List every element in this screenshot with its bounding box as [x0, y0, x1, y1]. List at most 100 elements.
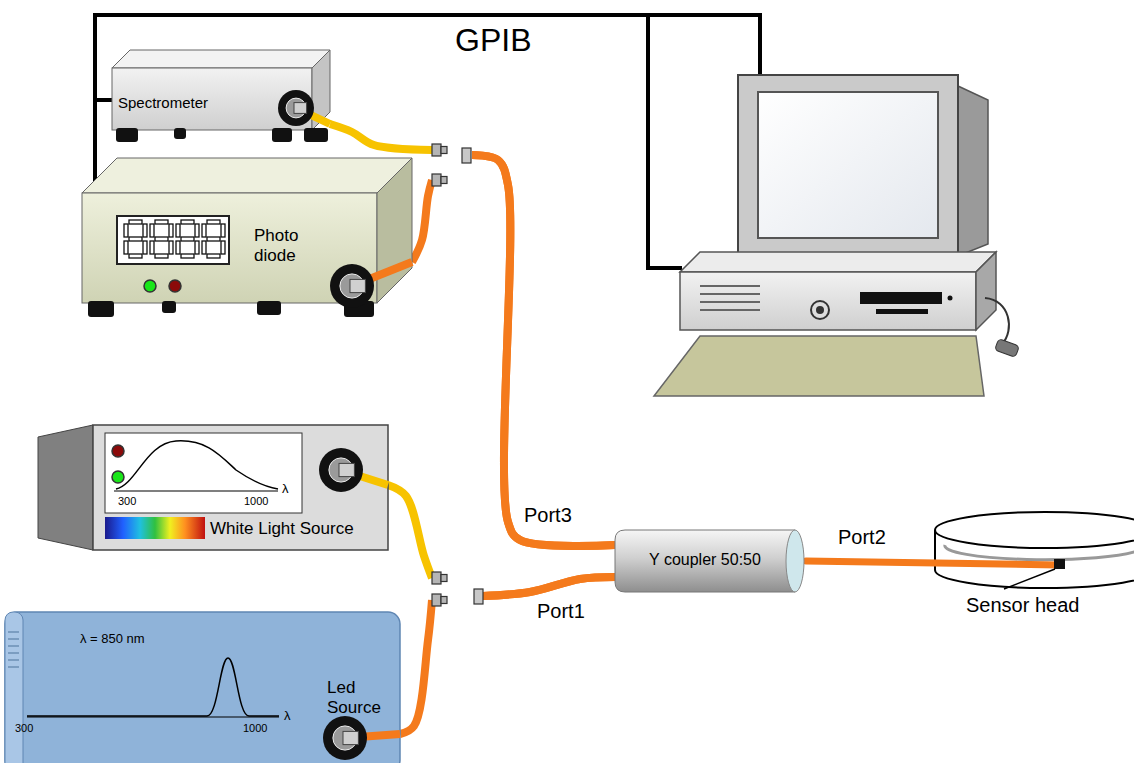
display-segment	[176, 241, 180, 254]
shape-part	[441, 597, 447, 604]
foot	[174, 128, 186, 139]
foot	[162, 301, 176, 313]
fiber-drum	[935, 512, 1134, 588]
shape-part	[112, 50, 330, 68]
indicator-led	[169, 280, 181, 292]
display	[117, 216, 229, 264]
port-ferrule	[343, 731, 358, 744]
shape-part	[5, 612, 23, 763]
fiber-segment	[483, 577, 615, 596]
shape-part	[958, 86, 988, 256]
led-spectrum-curve	[27, 658, 279, 716]
port-knob	[286, 98, 306, 118]
shape-part	[680, 272, 976, 330]
leader-line	[1004, 569, 1055, 589]
shape-part	[976, 252, 996, 330]
axis	[114, 490, 278, 491]
shape-part	[700, 309, 760, 311]
shape-part	[441, 147, 447, 154]
foot	[272, 128, 292, 142]
display-segment	[155, 220, 168, 224]
vent-line	[8, 645, 19, 647]
shape-part	[680, 252, 996, 272]
display-segment	[155, 254, 168, 258]
axis-label: 1000	[243, 722, 267, 735]
fiber-segment	[472, 155, 615, 546]
display-segment	[143, 241, 147, 254]
light-source-box: 3001000λWhite Light Source	[38, 425, 388, 550]
shape-part	[860, 292, 942, 304]
shape-part	[876, 309, 928, 314]
foot	[304, 128, 328, 142]
shape-part	[432, 174, 441, 186]
display-segment	[181, 220, 194, 224]
fiber-segment	[400, 600, 432, 734]
display-segment	[129, 254, 142, 258]
display-segment	[129, 237, 142, 241]
display-segment	[207, 237, 220, 241]
device-label: Spectrometer	[118, 94, 208, 111]
shape-part	[432, 144, 441, 156]
sensor-head	[1054, 559, 1065, 569]
port-label: Port2	[838, 526, 886, 549]
display-segment	[150, 241, 154, 254]
axis-label: 1000	[244, 495, 268, 508]
axis-label: 300	[15, 722, 33, 735]
shape-part	[700, 286, 760, 310]
device-label: Led Source	[327, 678, 389, 717]
bus-label: GPIB	[455, 22, 531, 59]
shape-part	[82, 158, 412, 193]
shape-part	[615, 530, 795, 592]
coupler-cylinder: Y coupler 50:50	[615, 530, 805, 592]
spectrum-panel	[105, 433, 302, 513]
shape-part	[441, 575, 447, 582]
display-segment	[202, 224, 206, 237]
computer	[654, 75, 1019, 396]
shape-part	[93, 425, 388, 550]
shape-part	[948, 296, 953, 301]
device-label: White Light Source	[210, 519, 354, 539]
port-knob	[323, 716, 367, 760]
shape-part	[5, 612, 400, 763]
display-segment	[169, 241, 173, 254]
part-label: Sensor head	[966, 594, 1079, 617]
port-knob	[319, 448, 363, 492]
display-segment	[195, 224, 199, 237]
foot	[88, 301, 114, 317]
display-segment	[181, 237, 194, 241]
shape-part	[700, 285, 760, 287]
display-segment	[207, 254, 220, 258]
display-segment	[169, 224, 173, 237]
display-segment	[221, 224, 225, 237]
optical-fiber	[388, 485, 615, 596]
spectrometer-box: Spectrometer	[112, 50, 330, 142]
node-shape	[82, 158, 412, 320]
axis-label: λ	[282, 482, 289, 497]
shape-part	[985, 298, 1009, 344]
optical-fiber	[412, 155, 615, 546]
display-segment	[124, 241, 128, 254]
axis-label: λ	[284, 709, 291, 724]
vent-line	[8, 659, 19, 661]
port-label: Port3	[524, 504, 572, 527]
fiber-segment	[412, 180, 432, 262]
port-plugs	[462, 148, 483, 604]
port2-fiber	[806, 561, 1058, 565]
shape-part	[432, 594, 441, 606]
spectrum-curve	[116, 441, 278, 489]
spectrum-bar	[105, 517, 205, 539]
port-label: Port1	[537, 600, 585, 623]
port-knob	[278, 90, 314, 126]
vent-line	[8, 638, 19, 640]
display-segment	[143, 224, 147, 237]
display-segment	[176, 224, 180, 237]
source-plugs	[432, 144, 447, 606]
axis-label: λ = 850 nm	[80, 632, 145, 647]
shape-part	[654, 336, 984, 396]
device-label: Y coupler 50:50	[615, 551, 795, 569]
vent-line	[8, 631, 19, 633]
shape-part	[462, 148, 471, 163]
display-segment	[195, 241, 199, 254]
fiber-segment	[330, 124, 432, 150]
shape-part	[738, 75, 958, 256]
